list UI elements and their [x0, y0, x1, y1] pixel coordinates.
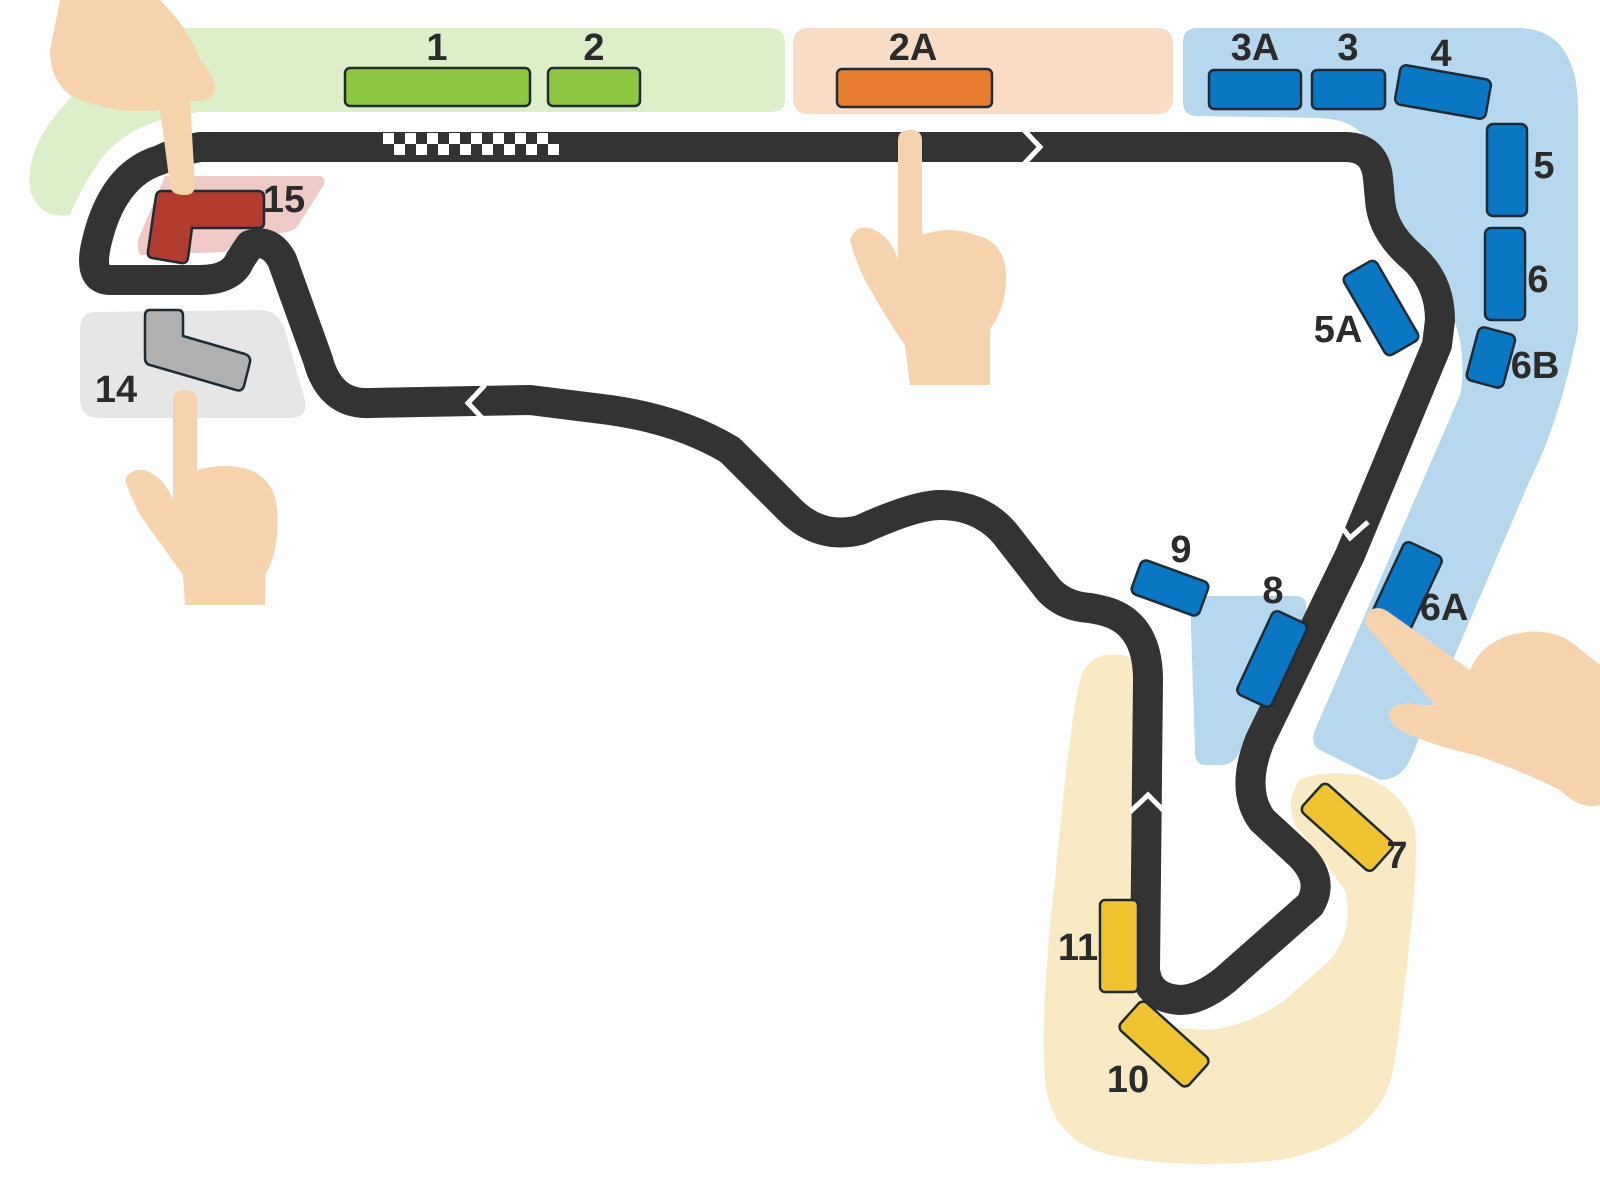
stand-3a[interactable]: 3A [1207, 27, 1303, 111]
race-track [79, 126, 1455, 1015]
pointing-hand-icon [850, 130, 1006, 385]
stand-label: 2A [889, 27, 938, 69]
checkered-square [394, 144, 405, 155]
stand-label: 6A [1420, 587, 1469, 629]
stand-label: 5A [1314, 309, 1363, 351]
checkered-flag-icon [383, 133, 559, 155]
checkered-square [438, 144, 449, 155]
stand-label: 7 [1386, 835, 1407, 877]
stand-8[interactable]: 8 [1235, 570, 1308, 709]
checkered-square [427, 133, 438, 144]
stand-6b[interactable]: 6B [1465, 326, 1559, 389]
checkered-square [504, 144, 515, 155]
checkered-square [482, 144, 493, 155]
checkered-square [548, 144, 559, 155]
checkered-square [460, 144, 471, 155]
stand-label: 1 [426, 27, 447, 69]
stand-3[interactable]: 3 [1310, 27, 1387, 111]
stand-15[interactable]: 15 [146, 179, 305, 265]
stand-14[interactable]: 14 [95, 308, 252, 411]
stand-label: 8 [1262, 570, 1283, 612]
stand-4[interactable]: 4 [1393, 33, 1493, 120]
checkered-square [493, 133, 504, 144]
pointing-hand-icon [1365, 608, 1600, 806]
stand-7[interactable]: 7 [1299, 781, 1408, 877]
stand-11[interactable]: 11 [1058, 898, 1140, 994]
checkered-square [449, 133, 460, 144]
stand-label: 14 [95, 369, 137, 411]
stand-6[interactable]: 6 [1483, 226, 1549, 322]
checkered-square [537, 133, 548, 144]
stand-10[interactable]: 10 [1107, 999, 1211, 1101]
pointing-hand-icon [125, 390, 278, 605]
stand-label: 2 [583, 27, 604, 69]
checkered-square [383, 133, 394, 144]
direction-chevron-icon [1128, 791, 1167, 814]
stand-5a[interactable]: 5A [1314, 259, 1421, 358]
checkered-square [526, 144, 537, 155]
checkered-square [416, 144, 427, 155]
stand-9[interactable]: 9 [1130, 529, 1210, 617]
stand-label: 9 [1170, 529, 1191, 571]
checkered-square [405, 133, 416, 144]
stand-label: 10 [1107, 1059, 1149, 1101]
stand-label: 11 [1058, 927, 1098, 969]
track-path [79, 132, 1455, 1015]
checkered-square [471, 133, 482, 144]
stand-1[interactable]: 1 [343, 27, 532, 108]
stand-label: 4 [1430, 33, 1451, 75]
stand-2a[interactable]: 2A [835, 27, 994, 109]
stand-label: 3 [1337, 27, 1358, 69]
stand-label: 15 [263, 179, 305, 221]
stand-label: 6 [1527, 259, 1548, 301]
checkered-square [515, 133, 526, 144]
stand-5[interactable]: 5 [1485, 122, 1555, 218]
direction-chevron-icon [1333, 516, 1370, 542]
stand-label: 5 [1533, 145, 1554, 187]
stand-label: 3A [1231, 27, 1280, 69]
direction-chevron-icon [1020, 126, 1044, 168]
pointing-hand-icon [50, 0, 215, 195]
direction-chevron-icon [464, 383, 487, 423]
stand-2[interactable]: 2 [546, 27, 642, 108]
stand-label: 6B [1511, 345, 1560, 387]
